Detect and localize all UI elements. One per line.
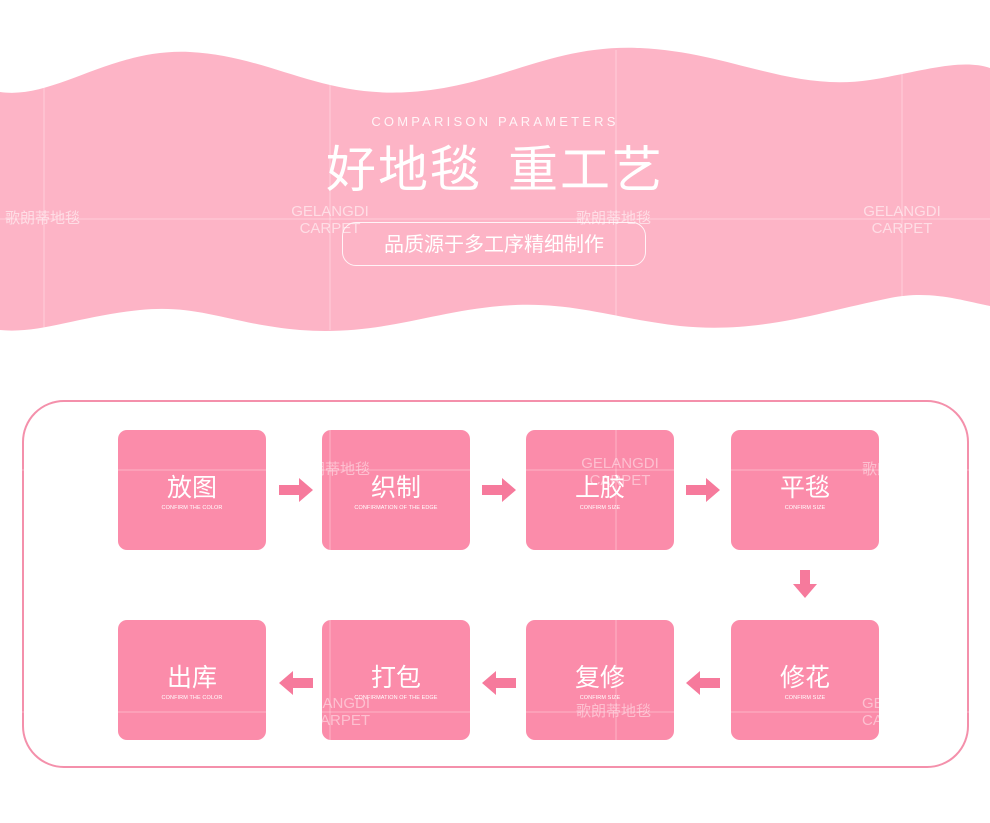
step-card: 放图 CONFIRM THE COLOR bbox=[118, 430, 266, 550]
headline-part-1: 好地毯 bbox=[326, 141, 482, 199]
step-title: 出库 bbox=[166, 663, 217, 692]
wave-banner bbox=[0, 47, 990, 331]
watermark-text: 歌朗蒂地毯 bbox=[576, 703, 652, 720]
step-subtitle: CONFIRM SIZE bbox=[579, 505, 621, 511]
watermark-text: 歌朗蒂地毯 bbox=[294, 461, 370, 478]
step-subtitle: CONFIRM SIZE bbox=[579, 695, 621, 701]
step-subtitle: CONFIRMATION OF THE EDGE bbox=[354, 505, 438, 511]
arrow-right-icon bbox=[482, 478, 516, 502]
step-subtitle: CONFIRM THE COLOR bbox=[161, 505, 223, 511]
tagline-pill: 品质源于多工序精细制作 bbox=[342, 222, 646, 266]
step-title: 织制 bbox=[370, 473, 421, 502]
arrow-down-icon bbox=[793, 570, 817, 598]
step-subtitle: CONFIRM SIZE bbox=[784, 505, 826, 511]
step-card: 织制 CONFIRMATION OF THE EDGE bbox=[322, 430, 470, 550]
watermark-text: 歌朗蒂地毯 bbox=[5, 210, 81, 227]
arrow-left-icon bbox=[279, 671, 313, 695]
arrow-right-icon bbox=[279, 478, 313, 502]
step-card: 修花 CONFIRM SIZE bbox=[731, 620, 879, 740]
step-subtitle: CONFIRM THE COLOR bbox=[161, 695, 223, 701]
step-subtitle: CONFIRM SIZE bbox=[784, 695, 826, 701]
step-title: 复修 bbox=[574, 663, 625, 692]
process-panel bbox=[22, 400, 969, 768]
step-card: 上胶 CONFIRM SIZE bbox=[526, 430, 674, 550]
arrow-right-icon bbox=[686, 478, 720, 502]
arrow-left-icon bbox=[686, 671, 720, 695]
watermark-text: 歌朗蒂地毯 bbox=[862, 461, 879, 478]
step-subtitle: CONFIRMATION OF THE EDGE bbox=[354, 695, 438, 701]
step-title: 平毯 bbox=[779, 473, 830, 502]
step-title: 修花 bbox=[779, 663, 830, 692]
section-headline: 好地毯重工艺 bbox=[0, 138, 990, 202]
step-card: 出库 CONFIRM THE COLOR bbox=[118, 620, 266, 740]
step-title: 上胶 bbox=[574, 473, 625, 502]
step-card: 打包 CONFIRMATION OF THE EDGE bbox=[322, 620, 470, 740]
headline-part-2: 重工艺 bbox=[508, 141, 664, 199]
step-card: 平毯 CONFIRM SIZE bbox=[731, 430, 879, 550]
step-title: 放图 bbox=[166, 473, 217, 502]
step-title: 打包 bbox=[370, 663, 421, 692]
section-subhead: COMPARISON PARAMETERS bbox=[371, 114, 619, 129]
arrow-left-icon bbox=[482, 671, 516, 695]
step-card: 复修 CONFIRM SIZE bbox=[526, 620, 674, 740]
